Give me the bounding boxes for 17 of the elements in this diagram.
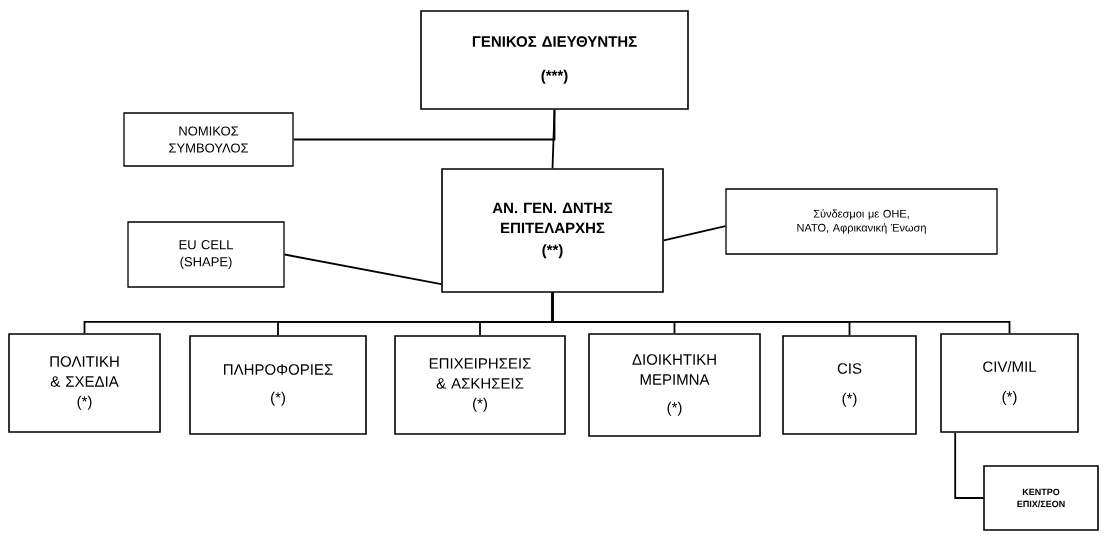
org-box: ΔΙΟΙΚΗΤΙΚΗ ΜΕΡΙΜΝΑ (*) — [588, 333, 761, 437]
org-box: ΑΝ. ΓΕΝ. ΔΝΤΗΣ ΕΠΙΤΕΛΑΡΧΗΣ (**) — [441, 168, 664, 293]
connector-line — [662, 225, 727, 242]
connector-line — [292, 108, 556, 141]
org-box: EU CELL (SHAPE) — [127, 221, 285, 288]
org-box: ΠΛΗΡΟΦΟΡΙΕΣ (*) — [189, 335, 367, 435]
connector-line — [283, 253, 443, 285]
org-box: CIV/MIL (*) — [940, 333, 1079, 433]
connector-line — [551, 291, 1011, 335]
org-box: ΚΕΝΤΡΟ ΕΠΙΧ/ΣΕΟΝ — [983, 465, 1099, 531]
connector-line — [954, 431, 985, 499]
org-box: CIS (*) — [782, 335, 917, 435]
org-box: ΝΟΜΙΚΟΣ ΣΥΜΒΟΥΛΟΣ — [123, 112, 294, 167]
org-box: Σύνδεσμοι με ΟΗΕ, ΝΑΤΟ, Αφρικανική Ένωση — [725, 188, 998, 255]
org-box: ΠΟΛΙΤΙΚΗ & ΣΧΕΔΙΑ (*) — [8, 333, 161, 433]
org-box: ΕΠΙΧΕΙΡΗΣΕΙΣ & ΑΣΚΗΣΕΙΣ (*) — [394, 335, 566, 435]
org-box: ΓΕΝΙΚΟΣ ΔΙΕΥΘΥΝΤΗΣ (***) — [420, 10, 689, 110]
